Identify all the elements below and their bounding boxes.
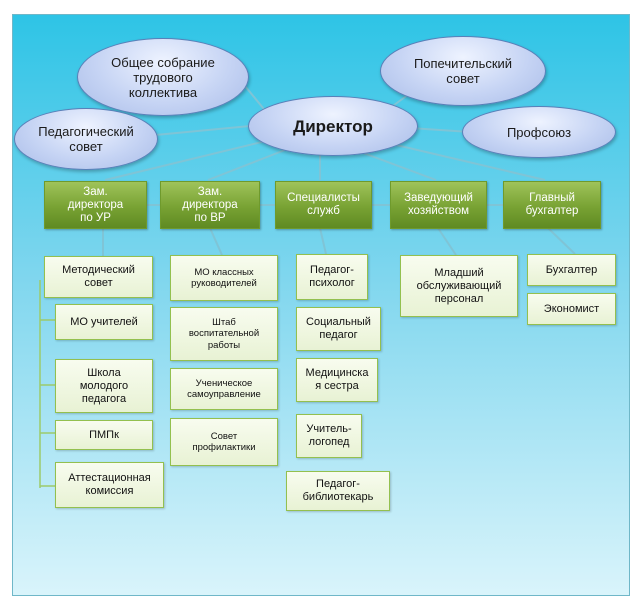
economist-label: Экономист [543,302,600,315]
librarian-label: Педагог- библиотекарь [302,478,374,503]
junior-staff-box: Младший обслуживающий персонал [400,255,518,317]
speech-therapist-box: Учитель- логопед [296,414,362,458]
specialists-box: Специалисты служб [275,181,372,229]
facilities-manager-label: Заведующий хозяйством [404,192,473,217]
pmpk-label: ПМПк [89,428,119,441]
class-teachers-mo-label: МО классных руководителей [191,266,257,290]
deputy-ur-label: Зам. директора по УР [67,185,124,224]
economist-box: Экономист [527,293,616,325]
class-teachers-mo-box: МО классных руководителей [170,255,278,301]
trustees-council-label: Попечительский совет [413,56,513,86]
young-teacher-school-box: Школа молодого педагога [55,359,153,413]
attestation-commission-label: Аттестационная комиссия [68,472,151,497]
deputy-ur-box: Зам. директора по УР [44,181,147,229]
trade-union-ellipse: Профсоюз [462,106,616,158]
psychologist-box: Педагог- психолог [296,254,368,300]
social-pedagogue-label: Социальный педагог [306,316,371,341]
deputy-vr-box: Зам. директора по ВР [160,181,260,229]
methodical-council-box: Методический совет [44,256,153,298]
accountant-box: Бухгалтер [527,254,616,286]
teachers-mo-label: МО учителей [70,315,138,328]
teachers-mo-box: МО учителей [55,304,153,340]
deputy-vr-label: Зам. директора по ВР [182,185,238,224]
pmpk-box: ПМПк [55,420,153,450]
speech-therapist-label: Учитель- логопед [306,423,352,448]
student-government-box: Ученическое самоуправление [170,368,278,410]
trustees-council-ellipse: Попечительский совет [380,36,546,106]
specialists-label: Специалисты служб [287,192,360,217]
junior-staff-label: Младший обслуживающий персонал [416,266,502,305]
student-government-label: Ученическое самоуправление [187,377,261,401]
director-label: Директор [293,116,373,136]
methodical-council-label: Методический совет [62,264,135,289]
nurse-box: Медицинска я сестра [296,358,378,402]
facilities-manager-box: Заведующий хозяйством [390,181,487,229]
accountant-label: Бухгалтер [545,263,598,276]
general-assembly-ellipse: Общее собрание трудового коллектива [77,38,249,116]
director-ellipse: Директор [248,96,418,156]
education-headquarters-label: Штаб воспитательной работы [188,316,260,351]
psychologist-label: Педагог- психолог [309,264,355,289]
prevention-council-box: Совет профилактики [170,418,278,466]
chief-accountant-box: Главный бухгалтер [503,181,601,229]
pedagogical-council-ellipse: Педагогический совет [14,108,158,170]
pedagogical-council-label: Педагогический совет [38,124,134,154]
general-assembly-label: Общее собрание трудового коллектива [111,54,215,100]
social-pedagogue-box: Социальный педагог [296,307,381,351]
attestation-commission-box: Аттестационная комиссия [55,462,164,508]
trade-union-label: Профсоюз [506,124,572,140]
young-teacher-school-label: Школа молодого педагога [79,366,129,405]
prevention-council-label: Совет профилактики [192,430,256,454]
chief-accountant-label: Главный бухгалтер [525,192,579,217]
librarian-box: Педагог- библиотекарь [286,471,390,511]
education-headquarters-box: Штаб воспитательной работы [170,307,278,361]
nurse-label: Медицинска я сестра [305,367,369,392]
